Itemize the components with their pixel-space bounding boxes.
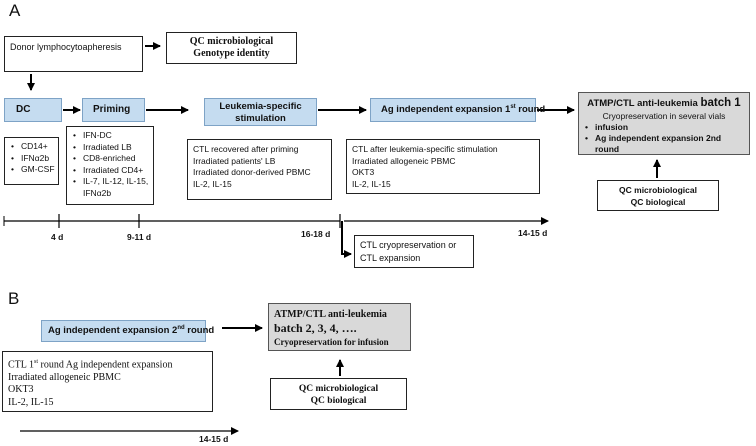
priming-item-1: Irradiated LB <box>73 142 151 154</box>
priming-item-2: CD8-enriched <box>73 153 151 165</box>
expansion-1-item-3: IL-2, IL-15 <box>352 178 391 189</box>
dc-item-1: IFNα2b <box>11 153 56 165</box>
atmp-batch1-title-batch: batch 1 <box>700 97 741 109</box>
donor-text: Donor lymphocytoapheresis <box>10 42 122 52</box>
expansion-2-item-2: OKT3 <box>8 384 34 396</box>
expansion-2-item-1: Irradiated allogeneic PBMC <box>8 371 121 383</box>
arrow-to-cryo <box>341 221 352 258</box>
expansion-1-box: Ag independent expansion 1st round <box>370 98 545 122</box>
stimulation-item-1: Irradiated patients' LB <box>193 155 276 166</box>
expansion-2-item-0: CTL 1st round Ag independent expansion <box>8 356 207 372</box>
stimulation-title-1: Leukemia-specific <box>219 101 302 112</box>
timeline-b-label-14-15d: 14-15 d <box>199 434 229 444</box>
dc-title: DC <box>16 104 31 115</box>
priming-items-list: IFN-DC Irradiated LB CD8-enriched Irradi… <box>71 130 151 199</box>
priming-item-0: IFN-DC <box>73 130 151 142</box>
atmp-batch1-subtitle: Cryopreservation in several vials <box>602 111 726 121</box>
priming-item-3: Irradiated CD4+ <box>73 165 151 177</box>
expansion-2-items-box: CTL 1st round Ag independent expansion I… <box>2 351 213 412</box>
donor-box: Donor lymphocytoapheresis <box>4 36 143 72</box>
timeline-a-label-9-11d: 9-11 d <box>127 232 152 242</box>
expansion-2-box: Ag independent expansion 2nd round <box>41 320 214 342</box>
dc-items-box: CD14+ IFNα2b GM-CSF <box>4 137 59 185</box>
atmp-batch2-box: ATMP/CTL anti-leukemia batch 2, 3, 4, ….… <box>268 303 411 351</box>
expansion-1-item-0: CTL after leukemia-specific stimulation <box>352 144 498 154</box>
stimulation-item-3: IL-2, IL-15 <box>193 178 232 189</box>
qc-top-box: QC microbiological Genotype identity <box>166 32 297 64</box>
stimulation-title-2: stimulation <box>235 113 286 124</box>
atmp-batch1-title: ATMP/CTL anti-leukemia batch 1 <box>583 97 745 109</box>
qc-top-line1: QC microbiological <box>189 36 274 47</box>
priming-items-box: IFN-DC Irradiated LB CD8-enriched Irradi… <box>66 126 154 205</box>
expansion-1-title: Ag independent expansion 1 <box>381 104 511 116</box>
expansion-2-title: Ag independent expansion 2 <box>48 325 178 337</box>
expansion-1-item-2: OKT3 <box>352 167 375 177</box>
expansion-2-item-0-a: CTL 1 <box>8 359 35 371</box>
dc-items-list: CD14+ IFNα2b GM-CSF <box>9 141 56 176</box>
qc-batch1-box: QC microbiological QC biological <box>597 180 719 211</box>
expansion-1-title-sup: st <box>510 104 516 110</box>
expansion-2-title-tail: round <box>184 325 215 337</box>
timeline-a-label-14-15d: 14-15 d <box>518 228 548 238</box>
priming-box: Priming <box>82 98 145 122</box>
priming-item-4: IL-7, IL-12, IL-15, IFNα2b <box>73 176 151 199</box>
atmp-batch1-item-0: infusion <box>585 122 745 133</box>
expansion-1-items-box: CTL after leukemia-specific stimulation … <box>346 139 540 194</box>
expansion-2-title-sup: nd <box>177 325 185 331</box>
expansion-1-title-tail: round <box>515 104 546 116</box>
priming-title: Priming <box>93 104 131 115</box>
expansion-1-item-1: Irradiated allogeneic PBMC <box>352 155 456 166</box>
qc-batch2-line2: QC biological <box>310 396 367 406</box>
qc-top-line2: Genotype identity <box>193 48 270 59</box>
atmp-batch1-box: ATMP/CTL anti-leukemia batch 1 Cryoprese… <box>578 92 750 155</box>
cryo-line2: CTL expansion <box>360 253 421 263</box>
atmp-batch2-line2: batch 2, 3, 4, …. <box>274 321 357 335</box>
atmp-batch2-line1: ATMP/CTL anti-leukemia <box>274 309 387 320</box>
dc-item-0: CD14+ <box>11 141 56 153</box>
stimulation-item-2: Irradiated donor-derived PBMC <box>193 167 311 177</box>
atmp-batch1-item-1: Ag independent expansion 2nd round <box>585 133 745 155</box>
expansion-2-item-0-sup: st <box>34 359 39 365</box>
atmp-batch2-line3: Cryopreservation for infusion <box>274 337 389 347</box>
dc-box: DC <box>4 98 62 122</box>
atmp-batch1-title-main: ATMP/CTL anti-leukemia <box>587 98 698 109</box>
cryo-line1: CTL cryopreservation or <box>360 240 457 250</box>
panel-label-a: A <box>9 1 21 20</box>
timeline-a-label-4d: 4 d <box>51 232 64 242</box>
qc-batch2-box: QC microbiological QC biological <box>270 378 407 410</box>
qc-batch1-line2: QC biological <box>630 197 686 207</box>
timeline-a-label-16-18d: 16-18 d <box>301 229 331 239</box>
expansion-2-item-0-b: round Ag independent expansion <box>38 359 173 371</box>
dc-item-2: GM-CSF <box>11 164 56 176</box>
qc-batch1-line1: QC microbiological <box>619 185 697 195</box>
atmp-batch1-list: infusion Ag independent expansion 2nd ro… <box>583 122 745 155</box>
panel-label-b: B <box>8 289 20 308</box>
stimulation-box: Leukemia-specific stimulation <box>204 98 317 126</box>
stimulation-item-0: CTL recovered after priming <box>193 144 299 154</box>
qc-batch2-line1: QC microbiological <box>298 384 379 394</box>
expansion-2-item-3: IL-2, IL-15 <box>8 396 54 408</box>
stimulation-items-box: CTL recovered after priming Irradiated p… <box>187 139 332 200</box>
cryo-box: CTL cryopreservation or CTL expansion <box>354 235 474 268</box>
